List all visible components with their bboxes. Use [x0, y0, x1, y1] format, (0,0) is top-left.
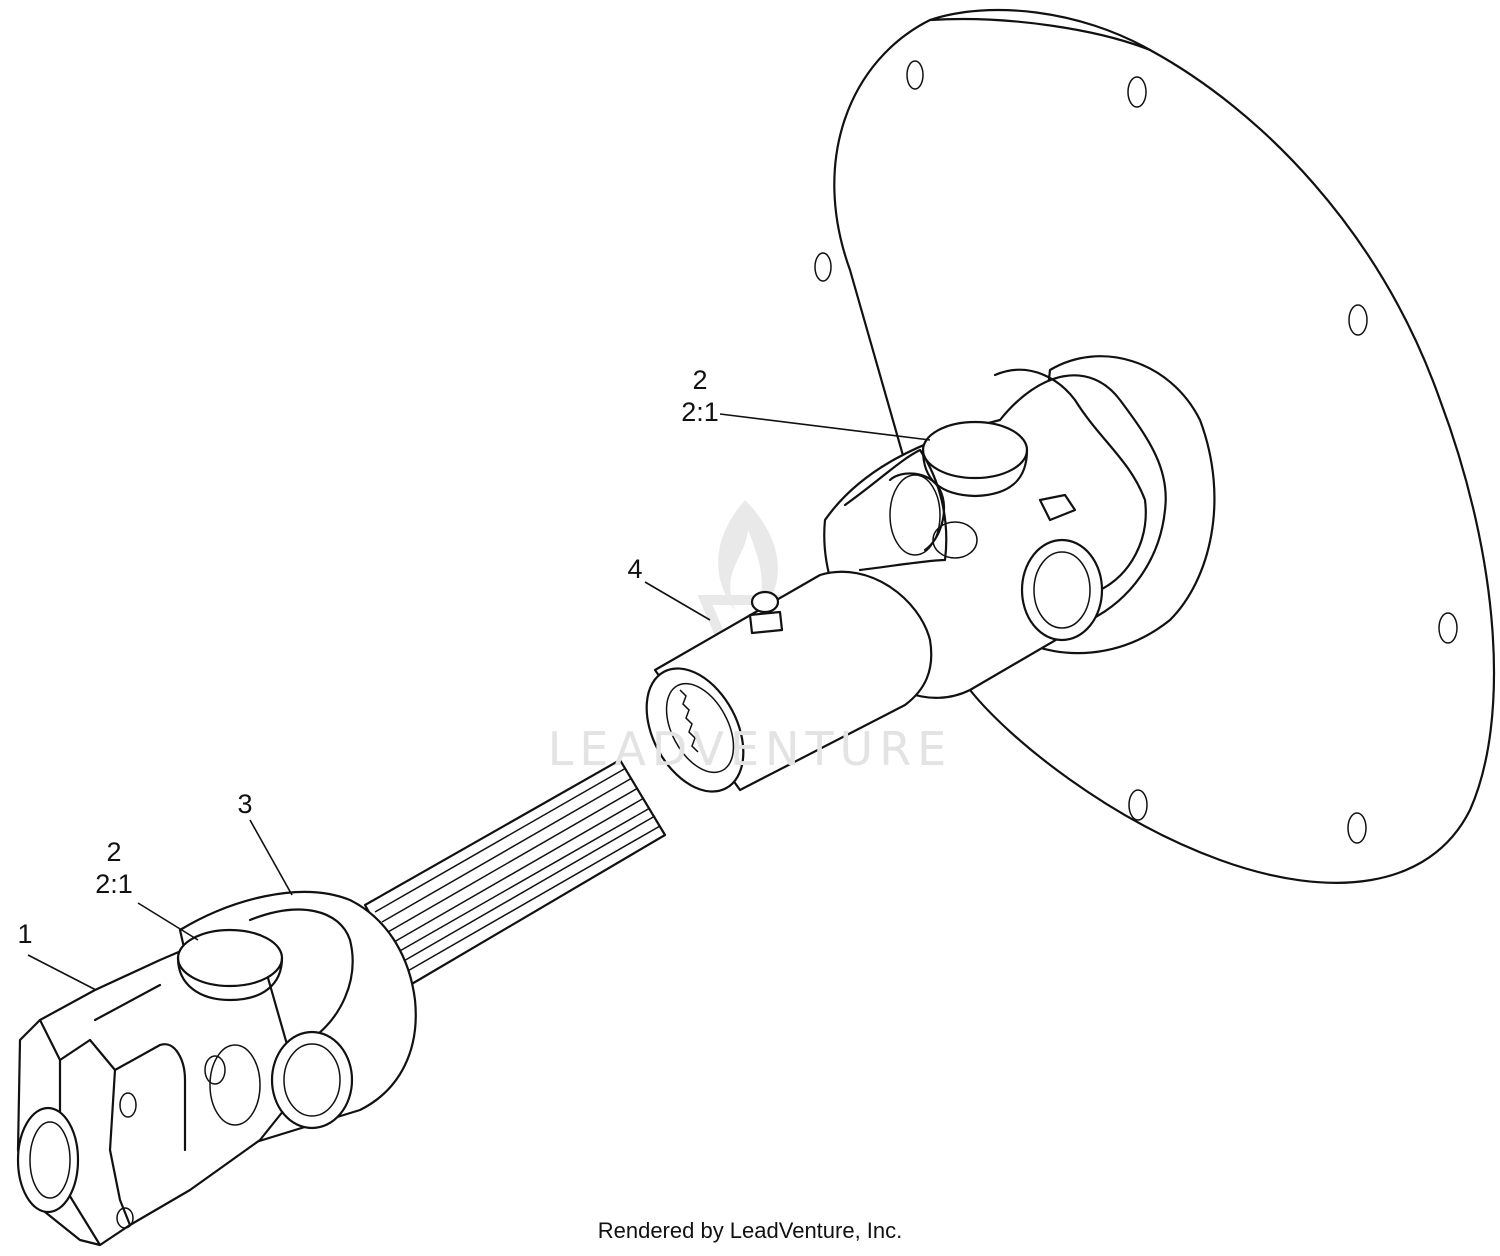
callout-1: 1 — [10, 918, 40, 950]
callout-2-lower-ratio: 2:1 — [95, 869, 133, 900]
callout-4: 4 — [620, 553, 650, 585]
callout-2-upper-number: 2 — [692, 365, 708, 395]
callout-1-number: 1 — [17, 919, 33, 949]
callout-2-lower-number: 2 — [106, 837, 122, 867]
leader-lines — [27, 413, 931, 991]
callout-2-upper-ratio: 2:1 — [681, 397, 719, 428]
watermark-text: LEADVENTURE — [547, 722, 953, 776]
splined-shaft — [363, 758, 667, 987]
render-credit: Rendered by LeadVenture, Inc. — [597, 1218, 903, 1243]
splined-sleeve — [645, 570, 933, 793]
callout-4-number: 4 — [627, 554, 643, 584]
callout-3: 3 — [230, 788, 260, 820]
callout-2-upper: 2 2:1 — [670, 364, 730, 429]
callout-2-lower: 2 2:1 — [84, 836, 144, 901]
callout-3-number: 3 — [237, 789, 253, 819]
flange-bolt-holes — [814, 60, 1458, 844]
lower-ujoint — [16, 890, 417, 1247]
